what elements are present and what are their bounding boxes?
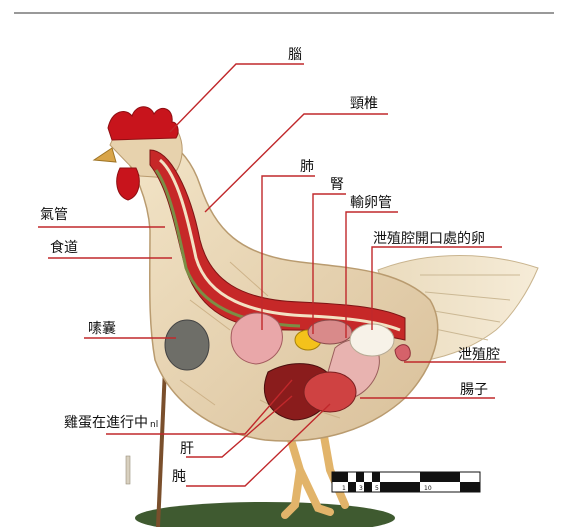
label-egg-in-progress-text: 雞蛋在進行中 bbox=[64, 415, 148, 431]
scale-tick-10: 10 bbox=[424, 485, 432, 492]
crop-organ bbox=[165, 320, 209, 370]
label-egg-at-cloaca-opening: 泄殖腔開口處的卵 bbox=[373, 231, 485, 247]
stand-mark bbox=[126, 456, 130, 484]
comb bbox=[108, 107, 178, 140]
scale-tick-3: 3 bbox=[359, 485, 363, 492]
scale-tick-4: 4 bbox=[367, 485, 371, 492]
label-gizzard: 肫 bbox=[172, 469, 186, 485]
scale-tick-2: 2 bbox=[351, 485, 355, 492]
label-liver: 肝 bbox=[180, 441, 194, 457]
gizzard-organ bbox=[304, 372, 356, 412]
label-oviduct: 輸卵管 bbox=[350, 195, 392, 211]
label-esophagus: 食道 bbox=[50, 240, 78, 256]
scale-tick-1: 1 bbox=[342, 485, 346, 492]
scale-tick-15cm: 15cm bbox=[462, 485, 479, 492]
label-crop: 嗉囊 bbox=[88, 321, 116, 337]
scale-tick-5: 5 bbox=[375, 485, 379, 492]
model-base bbox=[135, 502, 395, 527]
beak bbox=[94, 148, 116, 162]
label-cloaca: 泄殖腔 bbox=[458, 347, 500, 363]
label-kidney: 腎 bbox=[330, 177, 344, 193]
label-trachea: 氣管 bbox=[40, 207, 68, 223]
wattle bbox=[117, 168, 140, 200]
leader-brain bbox=[170, 64, 304, 132]
label-egg-in-progress-suffix: nl bbox=[150, 420, 158, 430]
label-lung: 肺 bbox=[300, 159, 314, 175]
label-brain: 腦 bbox=[288, 47, 302, 63]
scale-bar: 1 2 3 4 5 10 15cm bbox=[332, 472, 480, 492]
label-intestine: 腸子 bbox=[460, 382, 488, 398]
label-cervical-vertebrae: 頸椎 bbox=[350, 96, 378, 112]
